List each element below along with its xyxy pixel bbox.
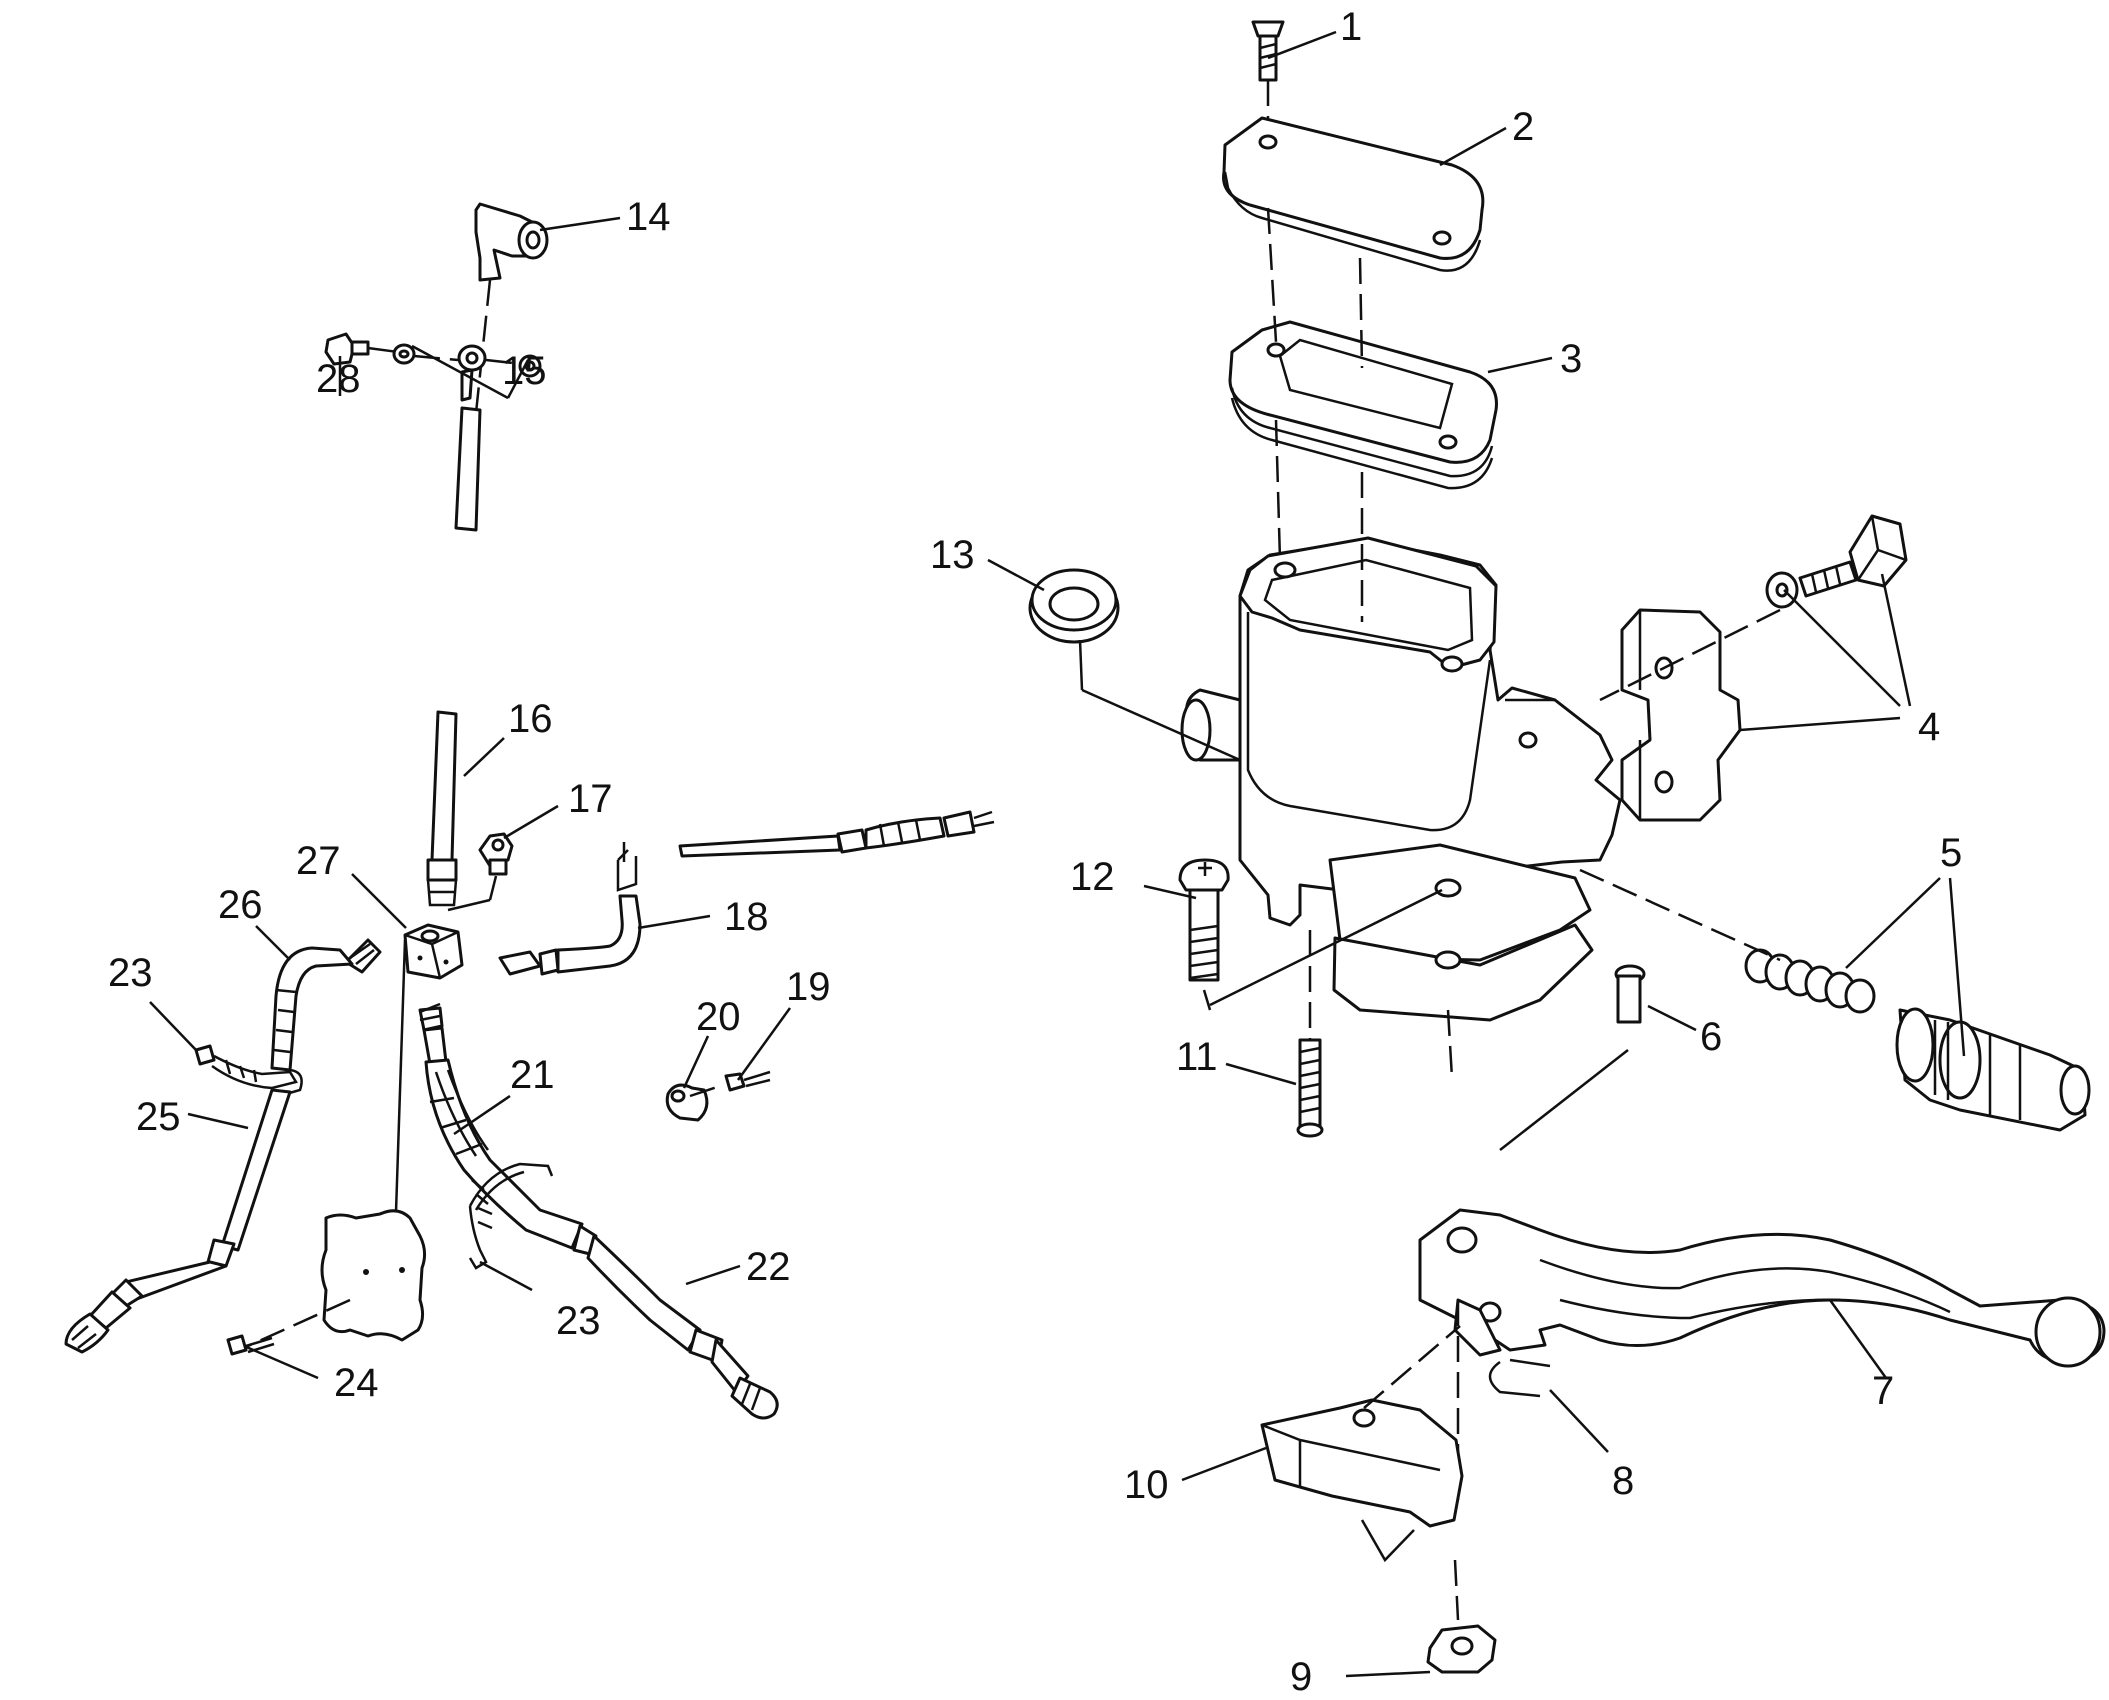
part-nut-9 (1426, 1559, 1497, 1674)
part-screw-12 (1178, 858, 1443, 1011)
callout-22: 22 (746, 1245, 791, 1289)
callout-6: 6 (1700, 1015, 1722, 1059)
callout-14: 14 (626, 195, 671, 239)
part-adjuster-10 (1260, 1325, 1464, 1563)
part-master-cylinder-body (1180, 419, 1622, 1079)
part-hose-25 (64, 1088, 292, 1354)
callout-10: 10 (1124, 1463, 1169, 1507)
callout-23-left: 23 (108, 951, 153, 995)
part-piston-5 (1579, 868, 2091, 1132)
callout-labels: 1 2 3 4 5 6 7 8 9 10 11 12 13 14 15 16 1… (108, 5, 1962, 1699)
part-diaphragm-3 (1228, 207, 1498, 490)
part-hose-21-22 (418, 1002, 779, 1420)
part-boot-13 (1028, 568, 1241, 762)
part-tee-fitting-14 (468, 202, 549, 471)
part-junction-block-27 (394, 923, 464, 1213)
part-mounting-plate-24 (226, 1209, 427, 1356)
callout-8: 8 (1612, 1459, 1634, 1503)
part-hose-16 (426, 406, 482, 907)
callout-18: 18 (724, 895, 769, 939)
callout-7: 7 (1872, 1369, 1894, 1413)
callout-9: 9 (1290, 1655, 1312, 1699)
callout-13: 13 (930, 533, 975, 577)
part-hose-26 (270, 938, 382, 1072)
part-switch-17 (447, 832, 514, 912)
part-clip-20 (665, 1070, 771, 1122)
part-hose-18 (498, 810, 995, 976)
part-clamp-4 (1599, 514, 1908, 822)
callout-2: 2 (1512, 105, 1534, 149)
callout-20: 20 (696, 995, 741, 1039)
part-pin-6 (1499, 964, 1646, 1151)
callout-15: 15 (502, 349, 547, 393)
callout-3: 3 (1560, 337, 1582, 381)
callout-23-right: 23 (556, 1299, 601, 1343)
part-screw-11 (1296, 930, 1324, 1138)
callout-16: 16 (508, 697, 553, 741)
callout-19: 19 (786, 965, 831, 1009)
callout-4: 4 (1918, 705, 1940, 749)
part-spring-8 (1488, 1358, 1551, 1398)
part-cover-2 (1222, 116, 1485, 272)
part-clip-23-right (468, 1162, 554, 1270)
callout-1: 1 (1340, 5, 1362, 49)
callout-24: 24 (334, 1361, 379, 1405)
leader-lines (149, 30, 1966, 1678)
callout-26: 26 (218, 883, 263, 927)
part-clip-23-left (194, 1044, 303, 1096)
callout-5: 5 (1940, 831, 1962, 875)
callout-28: 28 (316, 357, 361, 401)
callout-17: 17 (568, 777, 613, 821)
callout-12: 12 (1070, 855, 1115, 899)
callout-27: 27 (296, 839, 341, 883)
callout-21: 21 (510, 1053, 555, 1097)
callout-11: 11 (1176, 1035, 1218, 1079)
callout-25: 25 (136, 1095, 181, 1139)
part-lever-7 (1418, 1208, 2106, 1500)
